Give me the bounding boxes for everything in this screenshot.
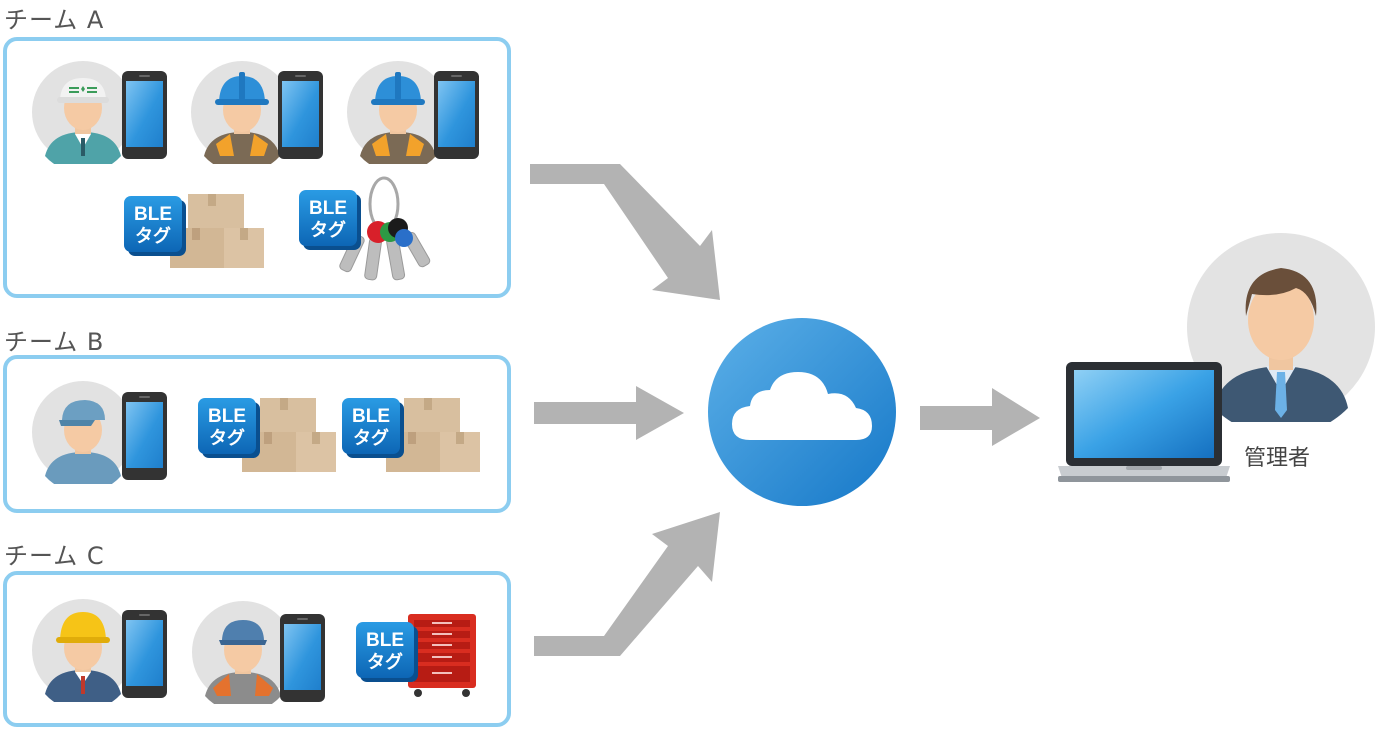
admin-label: 管理者 (1244, 446, 1311, 471)
smartphone-icon (122, 71, 167, 159)
team-a-label: チーム A (4, 6, 105, 34)
ble-tag-badge: BLE タグ (342, 398, 406, 464)
arrow-team-b (534, 386, 684, 440)
laptop-icon (1058, 362, 1230, 482)
ble-tag-badge: BLE タグ (299, 190, 363, 256)
ble-tag-line1: BLE (208, 406, 246, 427)
admin-avatar-icon (1187, 233, 1375, 422)
smartphone-icon (434, 71, 479, 159)
ble-tag-badge: BLE タグ (356, 622, 420, 688)
smartphone-icon (280, 614, 325, 702)
ble-tag-line1: BLE (309, 198, 347, 219)
ble-tag-line2: タグ (209, 427, 245, 448)
cloud-service-icon (708, 318, 896, 506)
worker-white-helmet-icon (32, 61, 134, 164)
ble-tag-line2: タグ (135, 225, 171, 246)
arrow-team-a (530, 164, 720, 300)
arrow-to-admin (920, 388, 1040, 446)
ble-tag-badge: BLE タグ (198, 398, 262, 464)
worker-blue-helmet-icon (191, 61, 293, 164)
worker-blue-helmet-icon (347, 61, 449, 164)
keys-icon (339, 176, 431, 281)
tool-cabinet-icon (408, 614, 476, 697)
ble-tag-badge: BLE タグ (124, 196, 188, 262)
ble-tag-line2: タグ (353, 427, 389, 448)
ble-tag-line2: タグ (310, 219, 346, 240)
smartphone-icon (122, 392, 167, 480)
ble-tag-line1: BLE (366, 630, 404, 651)
ble-tag-line1: BLE (352, 406, 390, 427)
smartphone-icon (278, 71, 323, 159)
team-b-label: チーム B (4, 328, 105, 356)
worker-yellow-helmet-icon (32, 599, 134, 702)
team-c-label: チーム C (4, 542, 105, 570)
smartphone-icon (122, 610, 167, 698)
worker-cap-icon (192, 601, 294, 704)
worker-cap-icon (32, 381, 134, 484)
arrow-team-c (534, 512, 720, 656)
ble-tag-line1: BLE (134, 204, 172, 225)
ble-tag-line2: タグ (367, 651, 403, 672)
